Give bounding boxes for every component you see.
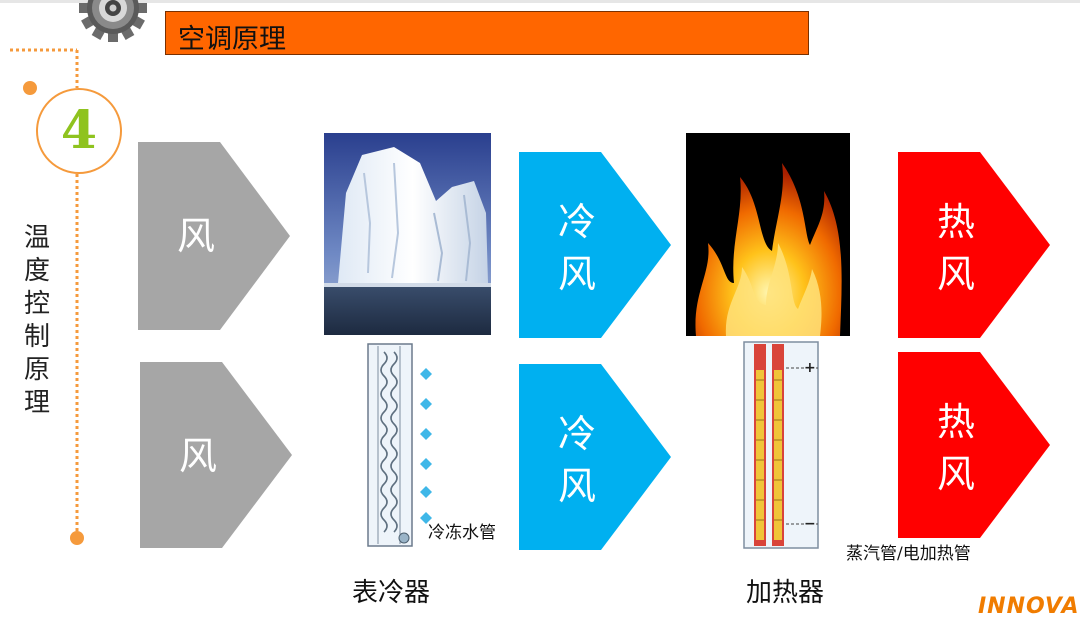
wind-arrow	[138, 142, 290, 330]
cold-char-2: 风	[557, 464, 596, 508]
wind-arrow-label: 风	[178, 434, 217, 478]
iceberg-image	[324, 133, 491, 335]
cold-air-label-row1: 冷 风	[537, 196, 617, 300]
page-title: 空调原理	[178, 24, 286, 55]
cold-char-1: 冷	[557, 412, 596, 456]
title-bar	[165, 11, 809, 55]
svg-text:−: −	[804, 516, 816, 532]
hot-char-2: 风	[936, 452, 975, 496]
cold-air-label-row2: 冷 风	[537, 408, 617, 512]
hot-air-arrow	[898, 352, 1050, 538]
hot-air-label-row2: 热 风	[916, 396, 996, 500]
hot-char-1: 热	[936, 400, 975, 444]
heater-pipe-label: 蒸汽管/电加热管	[846, 544, 971, 564]
fire-image	[686, 133, 850, 336]
cooler-caption: 表冷器	[352, 578, 431, 608]
cooler-pipe-label: 冷冻水管	[428, 523, 496, 543]
heater-diagram: + −	[742, 340, 828, 550]
cold-air-arrow	[519, 364, 671, 550]
dotted-connector	[10, 48, 84, 545]
cold-char-2: 风	[557, 252, 596, 296]
gear-icon	[79, 0, 147, 42]
cold-air-arrow	[519, 152, 671, 338]
wind-arrow-label: 风	[176, 214, 215, 258]
wind-arrow	[140, 362, 292, 548]
step-number-badge: 4	[36, 88, 122, 174]
brand-logo: INNOVA	[978, 594, 1080, 619]
svg-text:+: +	[804, 360, 816, 376]
hot-air-arrow	[898, 152, 1050, 338]
heater-caption: 加热器	[746, 578, 825, 608]
hot-air-label-row1: 热 风	[916, 196, 996, 300]
top-rule	[0, 0, 1080, 3]
side-label: 温度控制原理	[23, 223, 50, 418]
cold-char-1: 冷	[557, 200, 596, 244]
step-number: 4	[60, 100, 98, 161]
cooling-coil-diagram	[364, 340, 450, 550]
hot-char-1: 热	[936, 200, 975, 244]
hot-char-2: 风	[936, 252, 975, 296]
